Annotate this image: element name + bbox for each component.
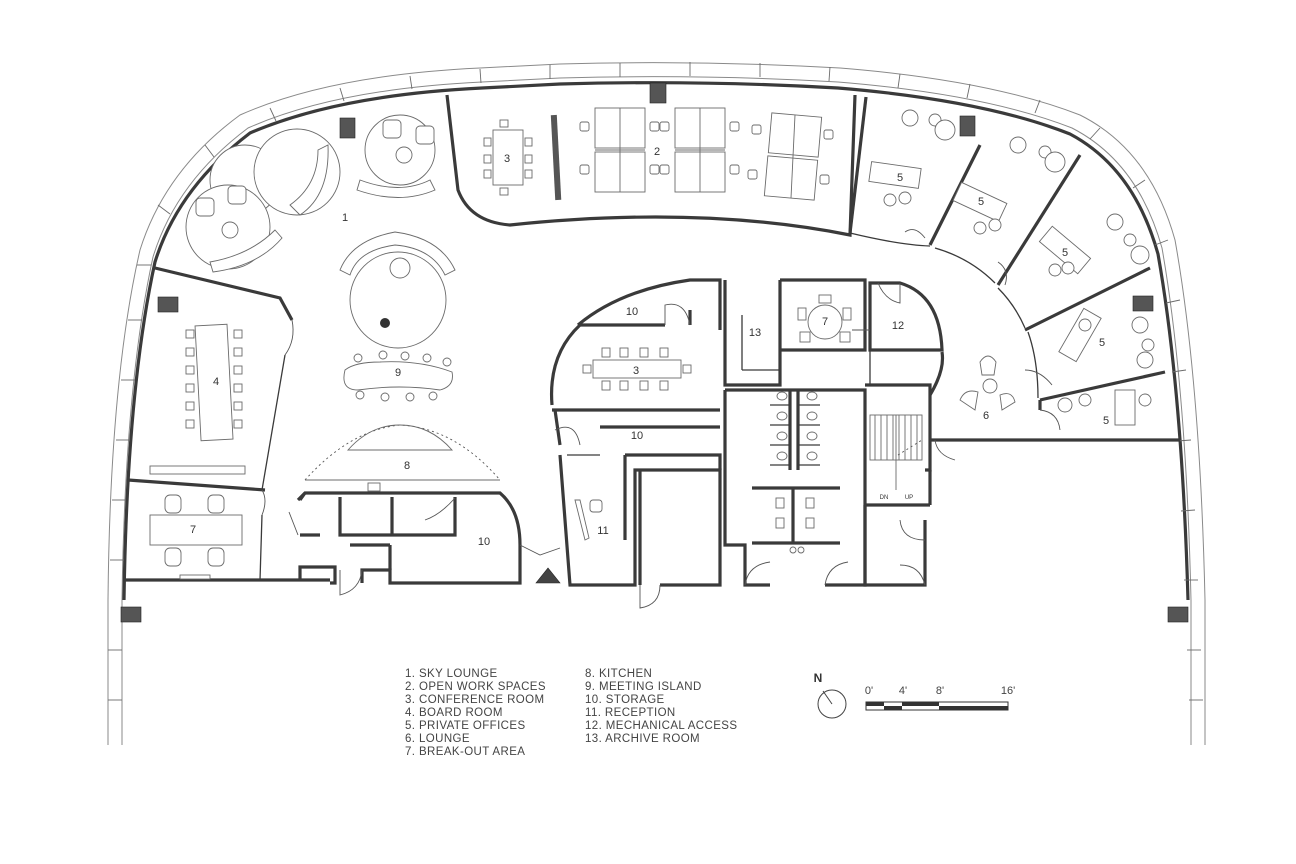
column: [649, 82, 667, 104]
room-label-5-d: 5: [1099, 337, 1105, 349]
stair-up-label: UP: [905, 495, 913, 501]
north-label: N: [814, 671, 823, 685]
room-label-1: 1: [342, 212, 348, 224]
interior-walls: [125, 94, 1180, 587]
north-arrow: N: [814, 671, 847, 719]
column: [157, 296, 179, 313]
column: [120, 606, 142, 623]
legend-item: 9. MEETING ISLAND: [585, 681, 702, 693]
column: [959, 115, 976, 137]
room-label-9: 9: [395, 367, 401, 379]
scale-bar: 0' 4' 8' 16': [865, 685, 1015, 711]
legend-item: 13. ARCHIVE ROOM: [585, 733, 700, 745]
column: [1132, 295, 1154, 312]
entrance-marker: [535, 567, 561, 584]
room-label-5-a: 5: [897, 172, 903, 184]
stair-down-label: DN: [880, 495, 889, 501]
room-label-12: 12: [892, 320, 904, 332]
scale-tick-0: 0': [865, 685, 873, 697]
doors: [261, 229, 1061, 609]
room-label-3-central: 3: [633, 365, 639, 377]
legend-item: 2. OPEN WORK SPACES: [405, 681, 546, 693]
room-label-11: 11: [597, 525, 608, 537]
legend-item: 1. SKY LOUNGE: [405, 668, 498, 680]
room-label-10-kitchen: 10: [478, 536, 490, 548]
column: [339, 117, 356, 139]
legend-item: 8. KITCHEN: [585, 668, 652, 680]
legend-item: 6. LOUNGE: [405, 733, 470, 745]
room-label-4: 4: [213, 376, 219, 388]
scale-tick-16: 16': [1001, 685, 1015, 697]
structural-columns: [120, 82, 1189, 623]
north-arrow-icon: [817, 689, 847, 719]
room-label-10-north: 10: [626, 306, 638, 318]
room-labels: 1 2 3 3 4 5 5 5 5 5 6 7 7 8 9 10 10 10 1…: [190, 146, 1109, 548]
legend-item: 10. STORAGE: [585, 694, 665, 706]
facade: [107, 62, 1206, 745]
legend-item: 4. BOARD ROOM: [405, 707, 503, 719]
furniture: [149, 107, 1155, 580]
room-label-7-central: 7: [822, 316, 828, 328]
column: [1167, 606, 1189, 623]
legend-item: 5. PRIVATE OFFICES: [405, 720, 526, 732]
room-label-10-central: 10: [631, 430, 643, 442]
legend-item: 3. CONFERENCE ROOM: [405, 694, 544, 706]
room-label-5-b: 5: [978, 196, 984, 208]
room-label-3-north: 3: [504, 153, 510, 165]
room-label-2: 2: [654, 146, 660, 158]
room-label-7-west: 7: [190, 524, 196, 536]
room-label-13: 13: [749, 327, 761, 339]
room-label-5-c: 5: [1062, 247, 1068, 259]
scale-tick-4: 4': [899, 685, 907, 697]
legend-item: 11. RECEPTION: [585, 707, 676, 719]
scale-tick-8: 8': [936, 685, 944, 697]
legend-item: 12. MECHANICAL ACCESS: [585, 720, 737, 732]
room-label-8: 8: [404, 460, 410, 472]
room-label-5-e: 5: [1103, 415, 1109, 427]
room-label-6: 6: [983, 410, 989, 422]
legend-item: 7. BREAK-OUT AREA: [405, 746, 525, 758]
legend: 1. SKY LOUNGE 2. OPEN WORK SPACES 3. CON…: [405, 668, 737, 758]
